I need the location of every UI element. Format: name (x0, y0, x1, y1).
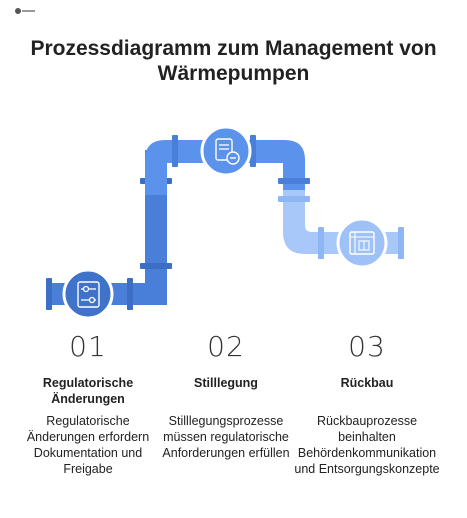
step-3: 03 Rückbau Rückbauprozesse beinhalten Be… (292, 330, 442, 477)
pipe-joint (127, 278, 133, 310)
document-minus-icon (200, 125, 252, 177)
title-line-2: Wärmepumpen (157, 62, 310, 85)
pipe-joint (250, 135, 256, 167)
step-heading: Stilllegung (194, 376, 258, 390)
step-1: 01 Regulatorische Änderungen Regulatoris… (13, 330, 163, 477)
step-2: 02 Stilllegung Stilllegungsprozesse müss… (151, 330, 301, 461)
step-number: 01 (69, 330, 107, 363)
step-description: Stilllegungsprozesse müssen regulatorisc… (162, 414, 290, 460)
step-description: Regulatorische Änderungen erfordern Doku… (26, 414, 150, 476)
pipe-joint (278, 196, 310, 202)
pipe-segment-2 (145, 135, 310, 195)
step-number: 02 (207, 330, 245, 363)
title-line-1: Prozessdiagramm zum Management von (30, 37, 437, 60)
step-number: 03 (348, 330, 386, 363)
pipe-joint (172, 135, 178, 167)
step-heading: Rückbau (340, 376, 394, 390)
pipe-joint (398, 227, 404, 259)
pipe-joint (278, 178, 310, 184)
blueprint-icon (336, 217, 388, 269)
pipeline-diagram (46, 125, 404, 320)
pipe-joint (46, 278, 52, 310)
page-title: Prozessdiagramm zum Management von Wärme… (0, 36, 467, 86)
pipe-joint (318, 227, 324, 259)
brand-logo (15, 8, 35, 14)
step-heading: Regulatorische Änderungen (42, 376, 134, 406)
sliders-icon (62, 268, 114, 320)
step-description: Rückbauprozesse beinhalten Behördenkommu… (294, 414, 440, 476)
pipe-joint (140, 263, 172, 269)
